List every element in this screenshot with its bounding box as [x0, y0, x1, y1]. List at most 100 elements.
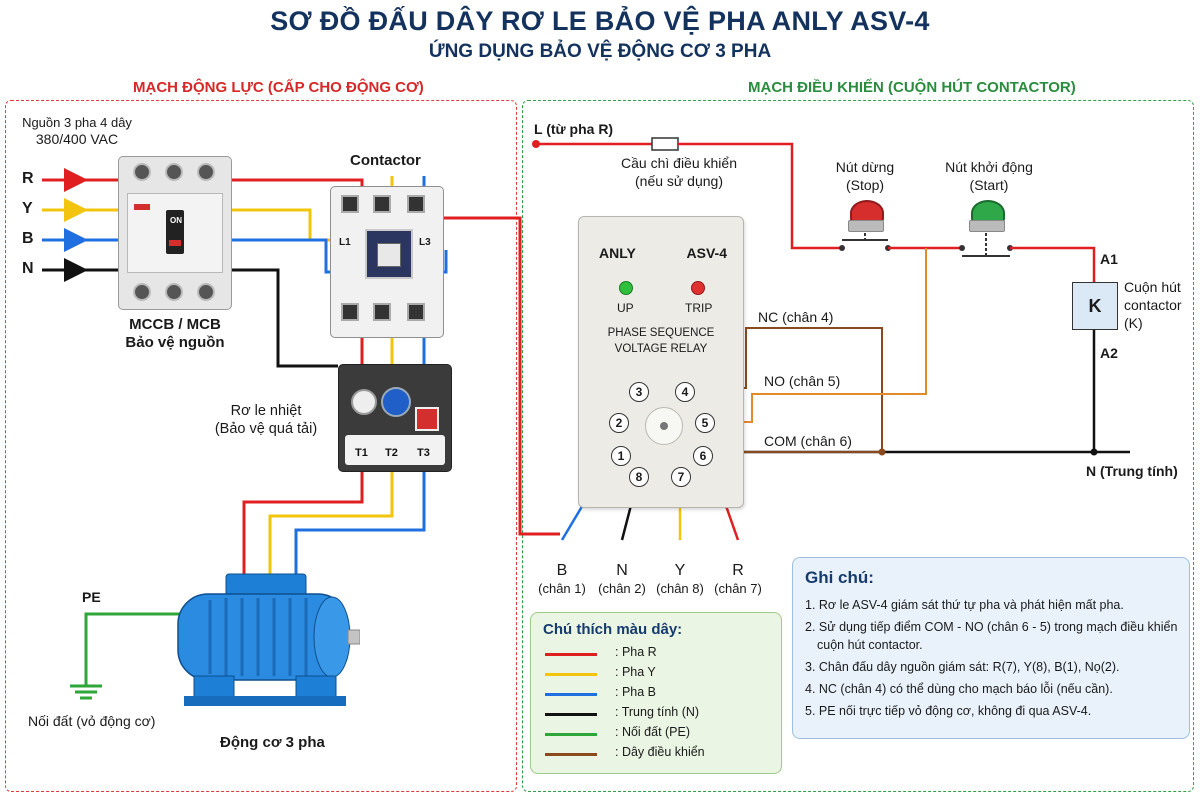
stop-line1: Nút dừng — [835, 159, 895, 175]
start-line1: Nút khởi động — [945, 159, 1033, 175]
power-circuit-title: MẠCH ĐỘNG LỰC (CẤP CHO ĐỘNG CƠ) — [127, 79, 430, 96]
motor-icon — [177, 573, 360, 706]
contactor-label: Contactor — [350, 152, 421, 169]
mccb-to-contactor-y — [230, 208, 330, 242]
note-item: cuộn hút contactor. — [817, 638, 923, 652]
subtitle: ỨNG DỤNG BẢO VỆ ĐỘNG CƠ 3 PHA — [428, 41, 772, 62]
pin-7: 7 — [671, 467, 691, 487]
pin-4: 4 — [675, 382, 695, 402]
pe-wire — [84, 612, 190, 686]
note-item: 3. Chân đấu dây nguồn giám sát: R(7), Y(… — [805, 660, 1120, 674]
terminal-n-phase: N — [616, 562, 628, 579]
thermal-reset-button-icon — [415, 407, 439, 431]
coil-label: Cuộn hút contactor (K) — [1124, 278, 1192, 332]
coil-line1: Cuộn hút — [1124, 279, 1181, 295]
relay-desc-line1: PHASE SEQUENCE — [607, 327, 715, 339]
neutral-wire — [230, 268, 338, 368]
mccb-device: ON — [118, 156, 232, 310]
source-line1: Nguồn 3 pha 4 dây — [22, 115, 132, 130]
wire-color-legend: Chú thích màu dây: : Pha R : Pha Y : Pha… — [530, 612, 782, 774]
terminal-r: R (chân 7) — [710, 562, 766, 598]
note-item: 5. PE nối trực tiếp vỏ động cơ, không đi… — [805, 704, 1092, 718]
legend-label: : Pha Y — [615, 665, 656, 679]
no-wire — [712, 248, 927, 423]
l-label: L (từ pha R) — [534, 121, 614, 137]
terminal-n-pin: (chân 2) — [598, 581, 646, 596]
power-circuit-panel — [5, 100, 517, 792]
notes-title: Ghi chú: — [805, 568, 874, 587]
mccb-line1: MCCB / MCB — [129, 316, 221, 333]
coil-line3: (K) — [1124, 315, 1143, 331]
mccb-to-contactor-b — [230, 238, 448, 274]
led-up-icon — [619, 281, 633, 295]
terminal-b-pin: (chân 1) — [538, 581, 586, 596]
stop-button-base — [848, 220, 884, 232]
note-item: 4. NC (chân 4) có thể dùng cho mạch báo … — [805, 682, 1113, 696]
control-circuit-panel — [522, 100, 1194, 792]
terminal-b: B (chân 1) — [534, 562, 590, 598]
contactor-l1: L1 — [339, 237, 351, 248]
thermal-t1: T1 — [355, 447, 368, 459]
control-circuit-title: MẠCH ĐIỀU KHIỂN (CUỘN HÚT CONTACTOR) — [742, 79, 1082, 96]
legend-label: : Trung tính (N) — [615, 705, 700, 719]
pin-1: 1 — [611, 446, 631, 466]
pin-6: 6 — [693, 446, 713, 466]
nc-label: NC (chân 4) — [758, 309, 834, 325]
relay-socket-knob — [645, 407, 683, 445]
motor-label: Động cơ 3 pha — [220, 734, 325, 751]
phase-b-label: B — [22, 230, 34, 247]
terminal-n: N (chân 2) — [594, 562, 650, 598]
terminal-y-pin: (chân 8) — [656, 581, 704, 596]
note-item: 2. Sử dụng tiếp điểm COM - NO (chân 6 - … — [805, 620, 1178, 634]
neutral-label: N (Trung tính) — [1086, 463, 1178, 479]
phase-n-label: N — [22, 260, 34, 277]
thermal-to-motor-b — [294, 470, 426, 574]
pin-5: 5 — [695, 413, 715, 433]
terminal-r-phase: R — [732, 562, 744, 579]
fuse-line2: (nếu sử dụng) — [635, 173, 723, 189]
pin-2: 2 — [609, 413, 629, 433]
coil-line2: contactor — [1124, 297, 1182, 313]
relay-model: ASV-4 — [686, 245, 727, 261]
relay-desc-line2: VOLTAGE RELAY — [614, 343, 708, 355]
contactor-window — [365, 229, 413, 279]
legend-label: : Dây điều khiển — [615, 745, 705, 759]
stop-line2: (Stop) — [845, 177, 885, 193]
legend-label: : Pha B — [615, 685, 656, 699]
thermal-to-motor-r — [242, 470, 364, 574]
legend-label: : Nối đất (PE) — [615, 725, 691, 739]
phase-y-label: Y — [22, 200, 33, 217]
stop-label: Nút dừng (Stop) — [820, 158, 910, 194]
thermal-adjust-icon — [381, 387, 411, 417]
mccb-lever — [166, 210, 184, 254]
main-title: SƠ ĐỒ ĐẤU DÂY RƠ LE BẢO VỆ PHA ANLY ASV-… — [270, 6, 930, 36]
terminal-y-phase: Y — [674, 562, 686, 579]
a2-label: A2 — [1100, 345, 1118, 361]
legend-title: Chú thích màu dây: — [543, 621, 683, 638]
thermal-to-motor-y — [268, 470, 394, 574]
relay-asv4: ANLY ASV-4 UP TRIP PHASE SEQUENCE VOLTAG… — [578, 216, 744, 508]
legend-label: : Pha R — [615, 645, 657, 659]
mccb-line2: Bảo vệ nguồn — [125, 334, 225, 351]
source-label: Nguồn 3 pha 4 dây 380/400 VAC — [12, 114, 142, 148]
mccb-label: MCCB / MCB Bảo vệ nguồn — [100, 316, 250, 352]
coil-k-text: K — [1088, 296, 1102, 316]
thermal-line1: Rơ le nhiệt — [230, 403, 302, 419]
start-line2: (Start) — [969, 177, 1009, 193]
relay-brand: ANLY — [599, 245, 636, 261]
led-trip-icon — [691, 281, 705, 295]
source-line2: 380/400 VAC — [35, 131, 119, 147]
start-label: Nút khởi động (Start) — [934, 158, 1044, 194]
coil-k: K — [1072, 282, 1118, 330]
fuse-line1: Cầu chì điều khiển — [621, 155, 737, 171]
terminal-r-pin: (chân 7) — [714, 581, 762, 596]
notes-box: Ghi chú: 1. Rơ le ASV-4 giám sát thứ tự … — [792, 557, 1190, 739]
mccb-on-tag: ON — [170, 216, 182, 225]
led-trip-label: TRIP — [685, 301, 713, 315]
contactor-device: L1 L3 — [330, 186, 444, 338]
com-label: COM (chân 6) — [764, 433, 852, 449]
pin-8: 8 — [629, 467, 649, 487]
pe-label: PE — [82, 589, 101, 605]
notes-list: 1. Rơ le ASV-4 giám sát thứ tự pha và ph… — [805, 592, 1181, 720]
earth-label: Nối đất (vỏ động cơ) — [28, 713, 156, 729]
